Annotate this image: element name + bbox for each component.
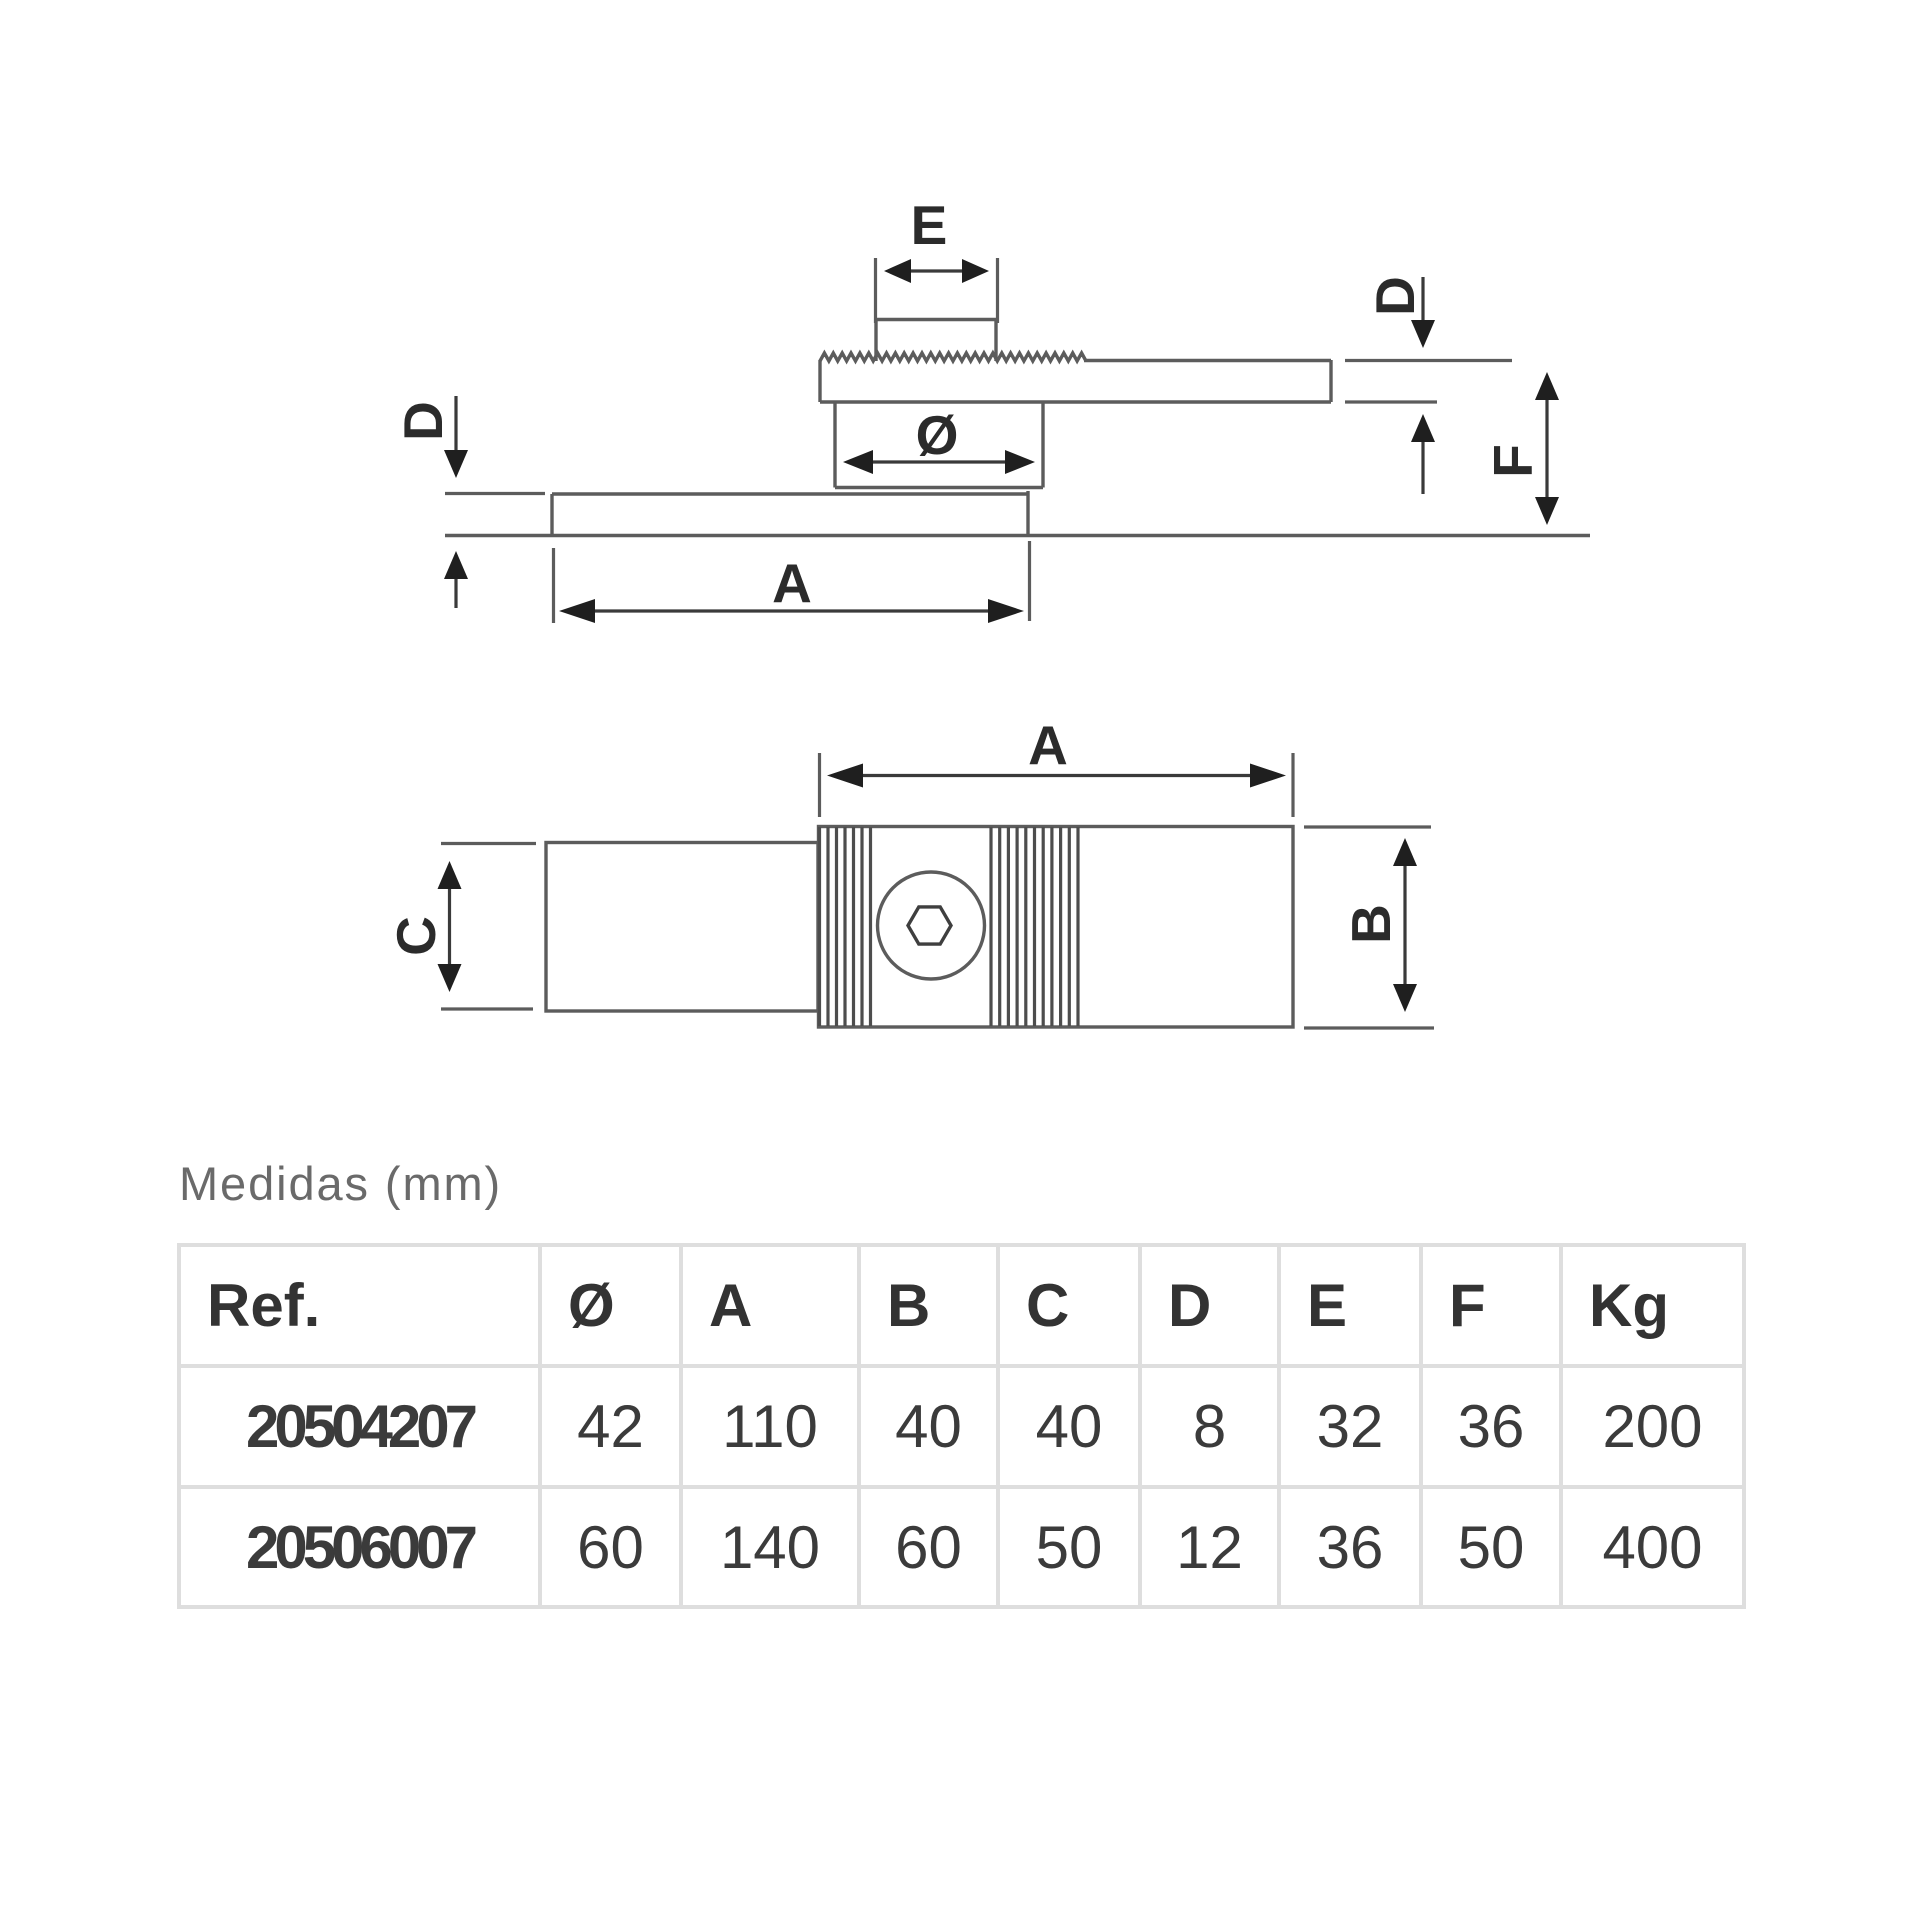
svg-text:Ø: Ø [916, 404, 959, 466]
svg-text:F: F [1482, 444, 1544, 478]
svg-text:A: A [1028, 714, 1068, 776]
svg-text:B: B [1340, 904, 1402, 944]
svg-text:D: D [392, 401, 454, 441]
svg-text:E: E [911, 194, 948, 256]
svg-text:A: A [772, 552, 812, 614]
svg-text:C: C [385, 916, 447, 956]
svg-text:D: D [1364, 276, 1426, 316]
